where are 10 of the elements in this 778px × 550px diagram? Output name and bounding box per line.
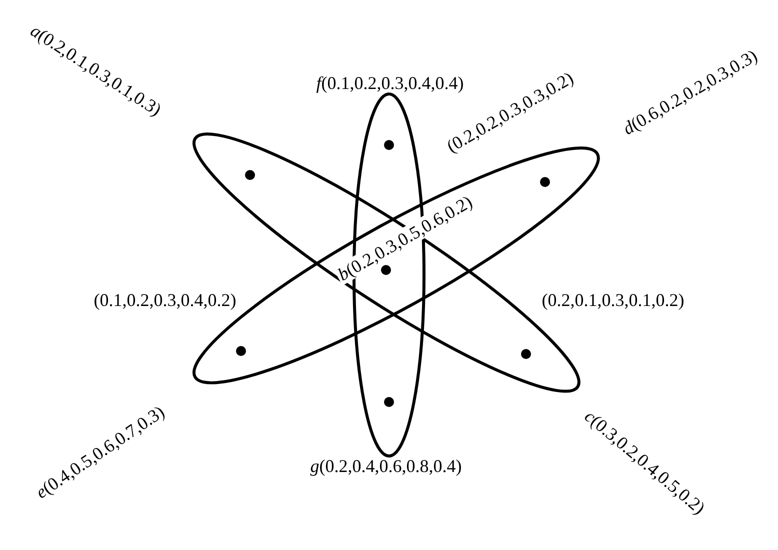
vertex-dot — [384, 140, 394, 150]
vertex-dot — [384, 396, 394, 407]
vertex-dot — [236, 346, 246, 356]
vertex-dot — [245, 170, 256, 180]
vertex-dot — [520, 348, 531, 359]
vertex-dot — [381, 265, 391, 275]
vertex-label: (0.2,0.1,0.3,0.1,0.2) — [542, 291, 684, 309]
vertex-label: g(0.2,0.4,0.6,0.8,0.4) — [310, 457, 462, 475]
vertex-label: (0.1,0.2,0.3,0.4,0.2) — [94, 291, 236, 309]
vertex-dot — [540, 177, 550, 188]
